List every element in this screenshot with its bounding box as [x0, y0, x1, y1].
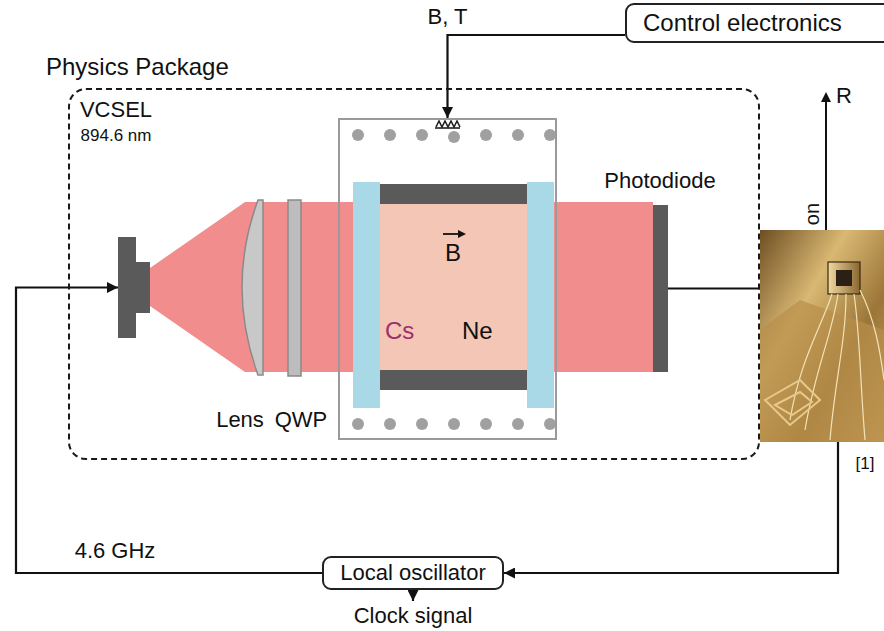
node-label: Local oscillator [340, 561, 486, 585]
photo-traces [765, 380, 820, 425]
laser-chip [118, 237, 136, 338]
package-region: VCSEL894.6 nmBCsNePhotodiodePhysics Pack… [68, 88, 760, 460]
photo-chip [828, 262, 860, 294]
signal-label: 4.6 GHz [73, 539, 158, 563]
waveplate-symbol [288, 200, 301, 376]
output-arrow [412, 590, 414, 601]
laser-source: VCSEL894.6 nm [118, 237, 150, 338]
vector-arrow [443, 230, 466, 238]
heater-symbol [435, 121, 460, 128]
photodiode: Photodiode [653, 205, 668, 372]
laser-cone [150, 202, 245, 372]
cell-window [353, 182, 380, 408]
photo-chip-window [836, 270, 852, 286]
photo-ground [760, 230, 884, 442]
node-label: VCSEL [66, 98, 166, 122]
cell-window [527, 182, 554, 408]
vapor-cell: B Cs Ne [338, 118, 557, 440]
part-label: QWP [275, 408, 328, 432]
control-box: Control electronics [625, 3, 884, 43]
laser-beam [245, 202, 653, 372]
reference-number: [1] [856, 455, 875, 474]
cell-wall [380, 370, 527, 390]
laser-aperture [136, 262, 150, 313]
output-label: Clock signal [354, 604, 473, 628]
node-label: Control electronics [643, 10, 842, 36]
node-label: Photodiode [600, 169, 720, 193]
lens-symbol [242, 200, 263, 375]
node-label: B [445, 240, 461, 266]
photo-wires [790, 290, 884, 440]
axis-label: R [836, 84, 852, 108]
part-label: Lens [216, 408, 264, 432]
laser-chip-shape [118, 237, 150, 338]
coil-dots [352, 129, 556, 430]
node-text: 894.6 nm [66, 127, 166, 146]
node-text: Cs [385, 318, 414, 344]
axis-label: on [801, 203, 823, 225]
vapor-volume [380, 204, 527, 370]
signal-label: B, T [426, 5, 470, 29]
node-text: Ne [462, 318, 493, 344]
signal-connector [448, 35, 626, 118]
node-label: Physics Package [46, 54, 229, 80]
cell-wall [380, 184, 527, 204]
oscillator-box: Local oscillator [322, 556, 504, 590]
